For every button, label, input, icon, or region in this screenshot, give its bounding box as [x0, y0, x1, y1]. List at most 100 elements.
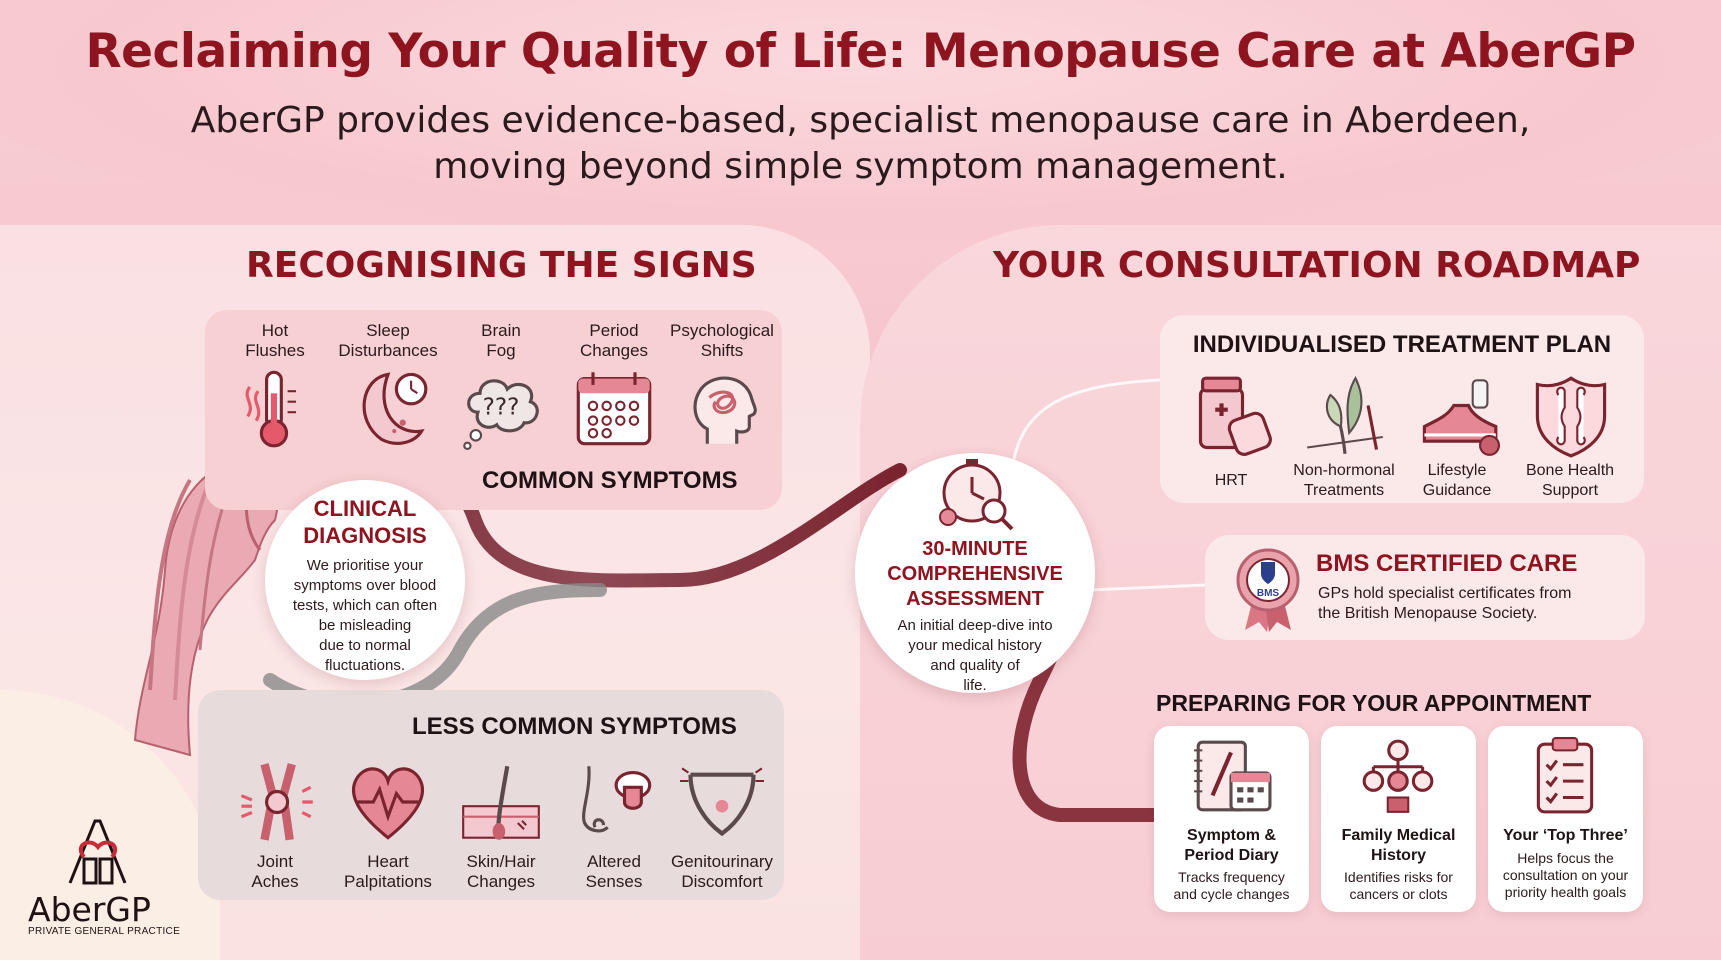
prep-title-line: Your ‘Top Three’ [1503, 827, 1628, 844]
symptom-label-line: Skin/Hair [466, 852, 536, 871]
less-common-symptoms-title: LESS COMMON SYMPTOMS [412, 713, 737, 740]
assessment-title: 30-MINUTE COMPREHENSIVE ASSESSMENT [855, 537, 1095, 612]
symptom-label-line: Heart [367, 852, 409, 871]
nose-tongue-icon [572, 760, 656, 844]
less-common-symptoms-card [198, 690, 784, 900]
symptom-label-line: Psychological [670, 321, 774, 340]
section-heading-signs: RECOGNISING THE SIGNS [246, 245, 757, 286]
symptom-label-line: Aches [251, 872, 299, 891]
symptom-label-line: Palpitations [344, 872, 432, 891]
diagnosis-body-line: be misleading [318, 617, 412, 634]
treatment-label-line: Guidance [1422, 482, 1492, 499]
medication-bottle-icon [1190, 374, 1274, 458]
treatment-label-line: HRT [1214, 472, 1248, 489]
symptom-label-line: Period [589, 321, 639, 340]
diagnosis-body-line: due to normal [319, 637, 411, 654]
prep-desc-line: priority health goals [1504, 884, 1627, 900]
common-symptoms-title: COMMON SYMPTOMS [482, 467, 738, 494]
diagnosis-body-line: fluctuations. [324, 657, 406, 674]
prep-desc-line: Helps focus the [1517, 850, 1614, 866]
treatment-option-label: HRT [1172, 471, 1290, 491]
symptom-label-line: Disturbances [338, 341, 438, 360]
heart-pulse-icon [346, 760, 430, 844]
symptom-label-line: Changes [466, 872, 536, 891]
diagnosis-title-line: CLINICAL [313, 496, 417, 521]
thermometer-icon [233, 366, 317, 450]
symptom-label-line: Senses [585, 872, 643, 891]
prep-title-line: Period Diary [1184, 847, 1279, 864]
assessment-title-line: ASSESSMENT [906, 588, 1044, 610]
prep-desc-line: consultation on your [1502, 867, 1629, 883]
prep-title-line: Family Medical [1341, 827, 1456, 844]
assessment-body: An initial deep-dive into your medical h… [855, 616, 1095, 696]
symptom-label-line: Sleep [366, 321, 410, 340]
page-subtitle: AberGP provides evidence-based, speciali… [100, 98, 1621, 190]
assessment-title-line: COMPREHENSIVE [887, 563, 1063, 585]
bms-title: BMS CERTIFIED CARE [1316, 550, 1578, 577]
pelvis-icon [680, 760, 764, 844]
symptom-label-line: Shifts [700, 341, 744, 360]
bms-body-line: the British Menopause Society. [1318, 605, 1538, 622]
subtitle-line: moving beyond simple symptom management. [433, 146, 1288, 187]
treatment-label-line: Non-hormonal [1293, 462, 1395, 479]
assessment-title-line: 30-MINUTE [922, 538, 1028, 560]
symptom-label-line: Discomfort [681, 872, 763, 891]
diagnosis-body-line: tests, which can often [292, 597, 438, 614]
treatment-plan-title: INDIVIDUALISED TREATMENT PLAN [1192, 331, 1612, 358]
herbal-plant-icon [1303, 374, 1387, 458]
treatment-label-line: Bone Health [1525, 462, 1615, 479]
prep-card-title: Symptom & Period Diary [1154, 826, 1309, 866]
moon-clock-icon [346, 366, 430, 450]
svg-text:???: ??? [483, 394, 520, 420]
prep-title-line: History [1370, 847, 1427, 864]
diagnosis-body-line: We prioritise your [306, 557, 424, 574]
subtitle-line: AberGP provides evidence-based, speciali… [190, 100, 1531, 141]
sneaker-icon [1416, 374, 1500, 458]
assessment-body-line: and quality of [930, 657, 1020, 674]
bms-body-line: GPs hold specialist certificates from [1318, 585, 1572, 602]
clinical-diagnosis-circle [265, 480, 465, 680]
symptom-label-line: Genitourinary [670, 852, 774, 871]
prep-heading: PREPARING FOR YOUR APPOINTMENT [1156, 690, 1592, 716]
thought-cloud-icon: ??? [459, 366, 543, 450]
section-heading-roadmap: YOUR CONSULTATION ROADMAP [993, 245, 1641, 286]
bms-badge-icon: BMS [1236, 548, 1300, 632]
bms-body: GPs hold specialist certificates from th… [1318, 584, 1571, 624]
bone-shield-icon [1529, 374, 1613, 458]
treatment-label-line: Lifestyle [1427, 462, 1487, 479]
calendar-icon [572, 366, 656, 450]
assessment-body-line: life. [963, 677, 987, 694]
prep-title-line: Symptom & [1187, 827, 1276, 844]
assessment-body-line: your medical history [908, 637, 1042, 654]
clinical-diagnosis-title: CLINICAL DIAGNOSIS [265, 495, 465, 549]
symptom-label-line: Altered [587, 852, 641, 871]
treatment-label-line: Support [1541, 482, 1599, 499]
checklist-icon [1524, 736, 1606, 818]
bms-badge-text: BMS [1257, 588, 1280, 599]
prep-desc-line: cancers or clots [1349, 886, 1448, 902]
abergp-logo-icon [68, 819, 127, 885]
diary-calendar-icon [1190, 736, 1272, 818]
symptom-label-line: Joint [257, 852, 293, 871]
prep-card-title: Your ‘Top Three’ [1488, 826, 1643, 846]
logo-name: AberGP [28, 890, 151, 929]
clinical-diagnosis-body: We prioritise your symptoms over blood t… [265, 556, 465, 676]
prep-desc-line: Tracks frequency [1178, 869, 1285, 885]
skin-hair-icon [459, 760, 543, 844]
clock-gear-icon [939, 459, 1014, 531]
